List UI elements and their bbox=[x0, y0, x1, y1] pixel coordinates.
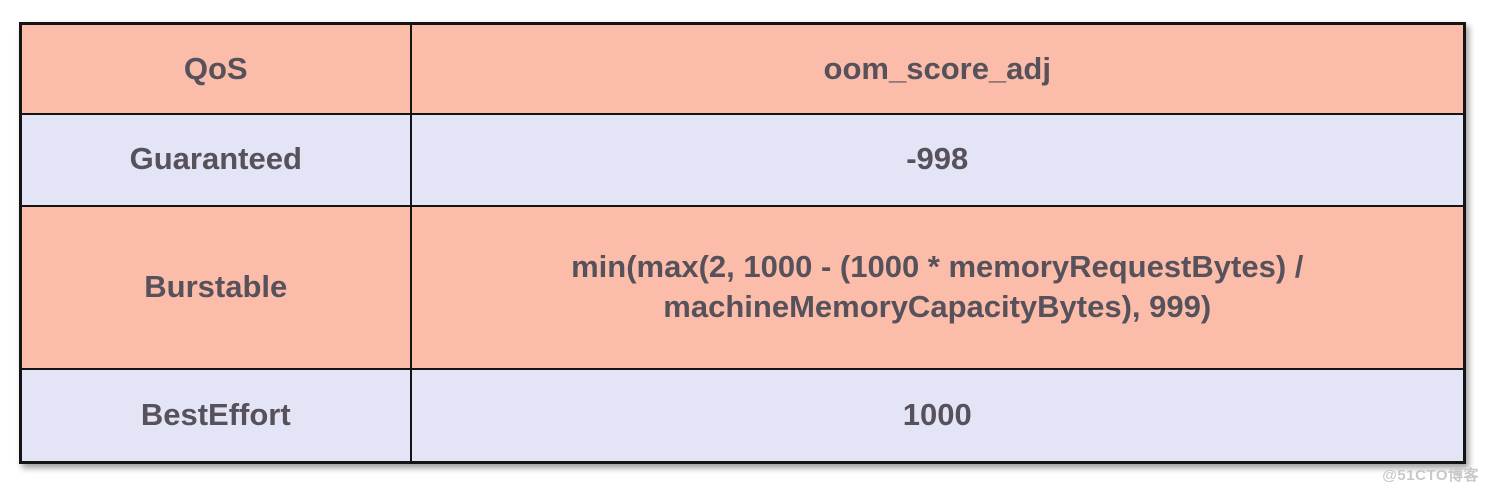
header-row: QoS oom_score_adj bbox=[19, 22, 1466, 115]
table-body: Guaranteed -998 Burstable min(max(2, 100… bbox=[19, 112, 1466, 464]
header-cell-qos: QoS bbox=[19, 22, 412, 115]
qos-cell: BestEffort bbox=[19, 367, 412, 464]
oom-cell: min(max(2, 1000 - (1000 * memoryRequestB… bbox=[409, 204, 1466, 370]
table-row: BestEffort 1000 bbox=[19, 367, 1466, 464]
table-row: Guaranteed -998 bbox=[19, 112, 1466, 207]
table-row: Burstable min(max(2, 1000 - (1000 * memo… bbox=[19, 204, 1466, 370]
header-cell-oom-score-adj: oom_score_adj bbox=[409, 22, 1466, 115]
qos-table-container: QoS oom_score_adj Guaranteed -998 Bursta… bbox=[19, 22, 1466, 464]
oom-cell: 1000 bbox=[409, 367, 1466, 464]
site-watermark: @51CTO博客 bbox=[1382, 467, 1479, 484]
qos-cell: Guaranteed bbox=[19, 112, 412, 207]
oom-cell: -998 bbox=[409, 112, 1466, 207]
qos-oom-table: QoS oom_score_adj Guaranteed -998 Bursta… bbox=[19, 22, 1466, 464]
qos-cell: Burstable bbox=[19, 204, 412, 370]
table-header: QoS oom_score_adj bbox=[19, 22, 1466, 115]
